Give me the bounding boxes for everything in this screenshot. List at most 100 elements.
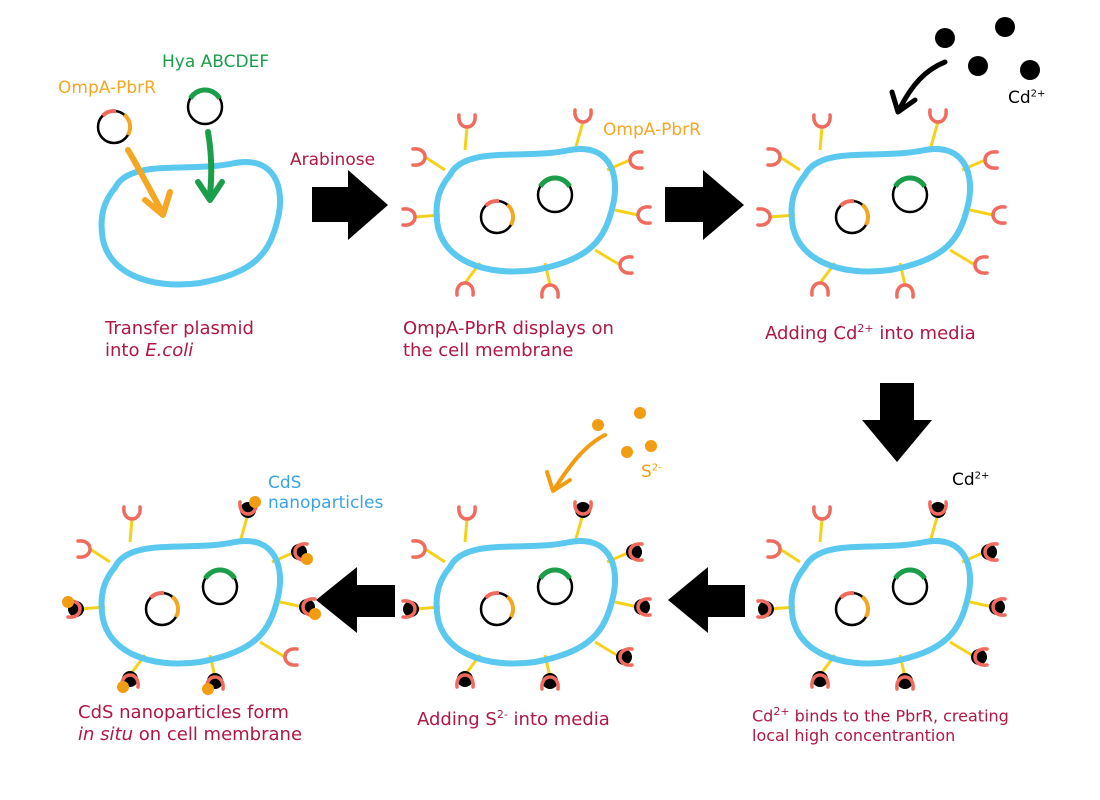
hya-transfer-arrow [205, 129, 215, 198]
receptor-stalk [463, 518, 469, 543]
step1-caption: Transfer plasmid into E.coli [105, 318, 254, 361]
receptor-stalk [573, 121, 585, 151]
pbrr-receptor [76, 539, 92, 559]
hya-plasmid [538, 570, 572, 604]
ompa-plasmid [479, 198, 516, 235]
pbrr-receptor [973, 255, 989, 275]
cds-nanoparticle [62, 596, 74, 608]
pbrr-receptor [928, 500, 948, 518]
receptor-stalk [969, 208, 994, 217]
ompa-pbrr-label: OmpA-PbrR [58, 78, 156, 98]
pbrr-receptor [989, 597, 1007, 617]
s-ion [645, 440, 657, 452]
cds-nanoparticle [309, 608, 321, 620]
receptor-stalk [573, 513, 585, 543]
cd-ion [1020, 60, 1040, 80]
step5-caption: Adding S2- into media [417, 708, 610, 730]
receptor-stalk [424, 547, 446, 564]
hya-plasmid [893, 178, 927, 212]
pbrr-receptor [756, 207, 772, 227]
cds-nanoparticle [202, 683, 214, 695]
arrow-step5-to-6 [316, 567, 395, 633]
arrow-step4-to-5 [668, 567, 745, 633]
pbrr-receptor [756, 599, 774, 619]
pbrr-receptor [401, 599, 419, 619]
cell-membrane [102, 541, 280, 664]
pbrr-receptor [628, 150, 644, 170]
receptor-stalk [424, 155, 446, 172]
receptor-stalk [259, 640, 286, 659]
pbrr-receptor [971, 647, 989, 667]
step2-cell [401, 108, 652, 299]
step4-cell [756, 500, 1007, 691]
cds-nanoparticle [249, 496, 261, 508]
receptor-stalk [818, 518, 824, 543]
pbrr-receptor [895, 283, 915, 299]
step6-cell [62, 496, 321, 695]
pbrr-receptor [981, 542, 999, 562]
pbrr-receptor [411, 147, 427, 167]
step3-cell [756, 108, 1007, 299]
ompa-plasmid-free [96, 108, 133, 145]
hya-label: Hya ABCDEF [162, 52, 270, 72]
pbrr-receptor [928, 108, 948, 124]
cd-bound-label: Cd2+ [952, 470, 990, 490]
cd-ion [968, 56, 988, 76]
pbrr-receptor [634, 597, 652, 617]
ompa-pbrr-display-label: OmpA-PbrR [603, 120, 701, 140]
receptor-stalk [949, 640, 976, 659]
pbrr-receptor [455, 671, 475, 689]
pbrr-receptor [299, 597, 321, 620]
pbrr-receptor [810, 281, 830, 297]
pbrr-receptor [812, 505, 832, 521]
pbrr-receptor [117, 671, 140, 693]
pbrr-receptor [62, 596, 84, 619]
pbrr-receptor [991, 205, 1007, 225]
receptor-stalk [594, 640, 621, 659]
receptor-stalk [818, 126, 824, 151]
cds-nanoparticles-label: CdS nanoparticles [268, 473, 384, 513]
receptor-stalk [779, 155, 801, 172]
s-ion [621, 446, 633, 458]
receptor-stalk [594, 248, 621, 267]
hya-plasmid [538, 178, 572, 212]
step3-caption: Adding Cd2+ into media [765, 322, 976, 344]
cd-ion [995, 17, 1015, 37]
cell-membrane [437, 541, 615, 664]
pbrr-receptor [573, 500, 593, 518]
receptor-stalk [463, 126, 469, 151]
ompa-plasmid [834, 198, 871, 235]
pbrr-receptor [616, 647, 634, 667]
s-ion-label: S2- [641, 462, 662, 482]
arrow-step2-to-3 [665, 170, 744, 240]
pbrr-receptor [283, 647, 299, 667]
receptor-stalk [949, 248, 976, 267]
step1-cell [102, 162, 280, 285]
cds-nanoparticle [301, 553, 313, 565]
receptor-stalk [928, 513, 940, 543]
hya-plasmid [893, 570, 927, 604]
ompa-transfer-arrow [125, 147, 163, 211]
cd-incoming-arrow [897, 59, 948, 111]
cell-membrane [792, 541, 970, 664]
receptor-stalk [614, 208, 639, 217]
s-incoming-arrow [553, 433, 607, 490]
pbrr-receptor [573, 108, 593, 124]
pbrr-receptor [812, 113, 832, 129]
ompa-plasmid [144, 590, 181, 627]
pbrr-receptor [122, 505, 142, 521]
pbrr-receptor [766, 539, 782, 559]
ompa-plasmid [834, 590, 871, 627]
cell-membrane [437, 149, 615, 272]
s-ion [592, 419, 604, 431]
s-ion [634, 407, 646, 419]
pbrr-receptor [766, 147, 782, 167]
pbrr-receptor [291, 542, 313, 565]
pbrr-receptor [457, 113, 477, 129]
pbrr-receptor [238, 496, 261, 518]
pbrr-receptor [626, 542, 644, 562]
hya-plasmid [203, 570, 237, 604]
receptor-stalk [128, 518, 134, 543]
step4-caption: Cd2+ binds to the PbrR, creating local h… [752, 705, 1009, 746]
step2-caption: OmpA-PbrR displays on the cell membrane [403, 318, 614, 361]
